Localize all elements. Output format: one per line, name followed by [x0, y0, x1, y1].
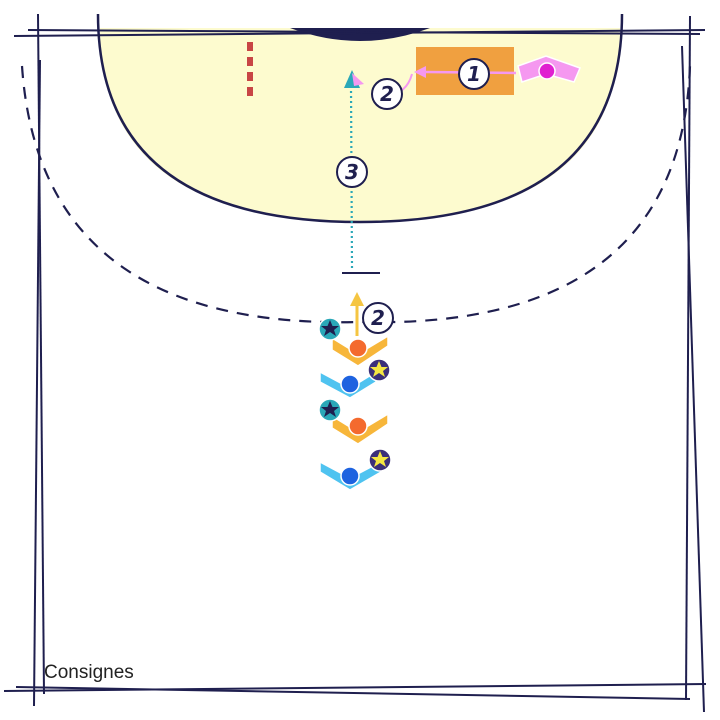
free-throw-line — [20, 65, 692, 324]
player-1-ball — [348, 338, 368, 358]
player-4-ball — [340, 466, 360, 486]
step-number-2-start: 2 — [371, 306, 385, 330]
step-badge-1 — [458, 58, 490, 90]
yellow-star-icon — [370, 361, 388, 377]
court-line-left-2 — [33, 59, 41, 707]
coach-ball — [538, 62, 556, 80]
court-line-top — [13, 29, 706, 37]
step-number-3: 3 — [345, 160, 359, 184]
step-badge-2-start — [362, 302, 394, 334]
player-1-orange — [318, 317, 389, 367]
court-line-bottom — [3, 683, 707, 692]
run-arrow-head-light — [352, 73, 364, 86]
step-badge-3 — [336, 156, 368, 188]
dark-star-icon — [321, 320, 339, 336]
player-2-blue — [319, 358, 391, 399]
court-line-right-2 — [681, 45, 705, 713]
pass-arrow-head — [414, 66, 426, 78]
dark-star-icon — [321, 401, 339, 417]
player-3-ball — [348, 416, 368, 436]
court-line-top-2 — [27, 29, 701, 35]
court-line-right — [685, 15, 691, 701]
player-2-ball — [340, 374, 360, 394]
yellow-star-icon — [371, 451, 389, 467]
instructions-label: Consignes — [44, 662, 134, 683]
goal-area-line — [96, 13, 624, 224]
step-number-2-goal: 2 — [380, 82, 394, 106]
step-badge-2-goal — [371, 78, 403, 110]
shot-arrow-head — [350, 292, 364, 306]
player-3-orange — [318, 398, 389, 445]
player-4-blue — [319, 448, 392, 491]
court-line-bottom-2 — [15, 686, 691, 700]
step-number-1: 1 — [467, 62, 481, 86]
